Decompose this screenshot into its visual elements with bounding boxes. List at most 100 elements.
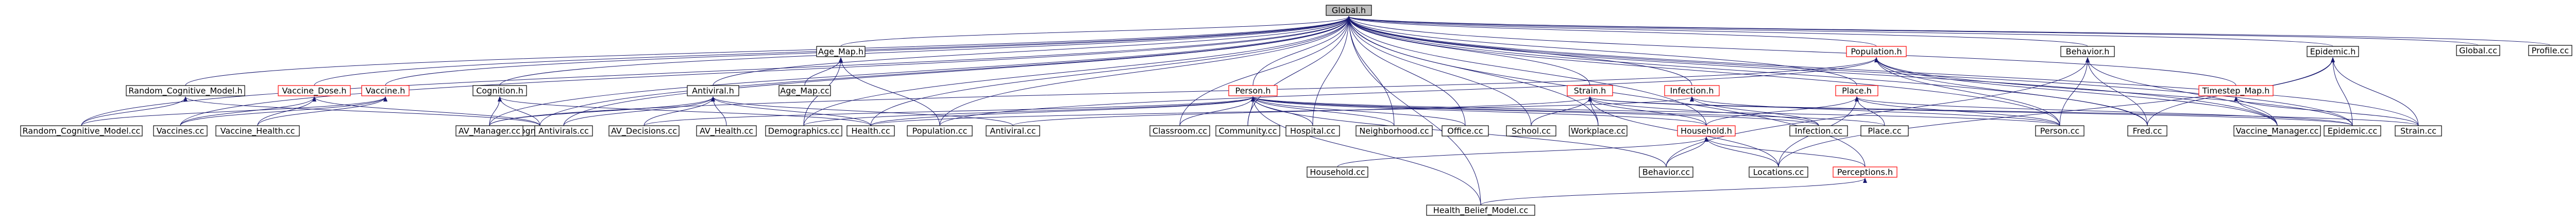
node-box[interactable] bbox=[765, 125, 842, 137]
node-box[interactable] bbox=[1639, 166, 1693, 178]
node-school-cc[interactable]: School.cc bbox=[1506, 125, 1556, 137]
node-vaccines-cc[interactable]: Vaccines.cc bbox=[153, 125, 208, 137]
node-health-belief-model-cc[interactable]: Health_Belief_Model.cc bbox=[1426, 205, 1535, 216]
node-place-cc[interactable]: Place.cc bbox=[1860, 125, 1909, 137]
node-box[interactable] bbox=[2233, 125, 2321, 137]
node-box[interactable] bbox=[2060, 46, 2115, 57]
node-box[interactable] bbox=[778, 85, 831, 96]
edge-antivirals_cc-to-antiviral_h bbox=[563, 96, 715, 126]
node-box[interactable] bbox=[1846, 46, 1907, 57]
node-box[interactable] bbox=[2198, 85, 2274, 96]
node-profile-cc[interactable]: Profile.cc bbox=[2528, 45, 2572, 56]
node-box[interactable] bbox=[1835, 85, 1878, 96]
node-box[interactable] bbox=[1215, 125, 1280, 137]
node-strain-cc[interactable]: Strain.cc bbox=[2395, 125, 2442, 137]
node-box[interactable] bbox=[2324, 125, 2381, 137]
node-age-map-cc[interactable]: Age_Map.cc bbox=[778, 85, 831, 96]
node-box[interactable] bbox=[1285, 125, 1340, 137]
node-global-h[interactable]: Global.h bbox=[1326, 5, 1372, 16]
node-box[interactable] bbox=[472, 85, 527, 96]
node-behavior-h[interactable]: Behavior.h bbox=[2060, 46, 2115, 57]
node-av-decisions-cc[interactable]: AV_Decisions.cc bbox=[608, 125, 680, 137]
node-antiviral-cc[interactable]: Antiviral.cc bbox=[986, 125, 1040, 137]
node-box[interactable] bbox=[534, 125, 593, 137]
node-strain-h[interactable]: Strain.h bbox=[1567, 85, 1613, 96]
node-box[interactable] bbox=[2035, 125, 2084, 137]
node-box[interactable] bbox=[1569, 125, 1628, 137]
node-age-map-h[interactable]: Age_Map.h bbox=[816, 46, 866, 57]
node-box[interactable] bbox=[1664, 85, 1720, 96]
node-demographics-cc[interactable]: Demographics.cc bbox=[765, 125, 842, 137]
node-box[interactable] bbox=[1228, 85, 1278, 96]
node-box[interactable] bbox=[20, 125, 143, 137]
node-box[interactable] bbox=[2127, 125, 2167, 137]
node-household-cc[interactable]: Household.cc bbox=[1307, 166, 1368, 178]
node-box[interactable] bbox=[696, 125, 757, 137]
node-box[interactable] bbox=[1355, 125, 1433, 137]
node-health-cc[interactable]: Health.cc bbox=[846, 125, 895, 137]
node-box[interactable] bbox=[1860, 125, 1909, 137]
node-box[interactable] bbox=[215, 125, 300, 137]
node-random-cog-cc[interactable]: Random_Cognitive_Model.cc bbox=[20, 125, 143, 137]
node-perceptions-h[interactable]: Perceptions.h bbox=[1833, 166, 1897, 178]
node-vaccine-health-cc[interactable]: Vaccine_Health.cc bbox=[215, 125, 300, 137]
node-box[interactable] bbox=[1749, 166, 1808, 178]
node-person-h[interactable]: Person.h bbox=[1228, 85, 1278, 96]
node-box[interactable] bbox=[1833, 166, 1897, 178]
node-timestep-map-h[interactable]: Timestep_Map.h bbox=[2198, 85, 2274, 96]
node-fred-cc[interactable]: Fred.cc bbox=[2127, 125, 2167, 137]
node-av-health-cc[interactable]: AV_Health.cc bbox=[696, 125, 757, 137]
edge-vaccine_manager_cc-to-behavior_h bbox=[2086, 57, 2278, 126]
node-epidemic-h[interactable]: Epidemic.h bbox=[2307, 46, 2359, 57]
node-box[interactable] bbox=[153, 125, 208, 137]
node-box[interactable] bbox=[1307, 166, 1368, 178]
node-box[interactable] bbox=[455, 125, 523, 137]
node-box[interactable] bbox=[816, 46, 866, 57]
node-antiviral-h[interactable]: Antiviral.h bbox=[687, 85, 739, 96]
node-box[interactable] bbox=[1506, 125, 1556, 137]
node-box[interactable] bbox=[1677, 125, 1736, 137]
node-box[interactable] bbox=[2528, 45, 2572, 56]
node-box[interactable] bbox=[2307, 46, 2359, 57]
node-box[interactable] bbox=[361, 85, 410, 96]
node-cognition-h[interactable]: Cognition.h bbox=[472, 85, 527, 96]
node-box[interactable] bbox=[1149, 125, 1210, 137]
node-box[interactable] bbox=[687, 85, 739, 96]
node-locations-cc[interactable]: Locations.cc bbox=[1749, 166, 1808, 178]
node-box[interactable] bbox=[1426, 205, 1535, 216]
node-vaccine-manager-cc[interactable]: Vaccine_Manager.cc bbox=[2233, 125, 2321, 137]
node-random-cog-h[interactable]: Random_Cognitive_Model.h bbox=[126, 85, 245, 96]
node-household-h[interactable]: Household.h bbox=[1677, 125, 1736, 137]
node-population-h[interactable]: Population.h bbox=[1846, 46, 1907, 57]
node-box[interactable] bbox=[986, 125, 1040, 137]
node-infection-cc[interactable]: Infection.cc bbox=[1789, 125, 1848, 137]
node-workplace-cc[interactable]: Workplace.cc bbox=[1569, 125, 1628, 137]
node-box[interactable] bbox=[1567, 85, 1613, 96]
node-box[interactable] bbox=[846, 125, 895, 137]
node-global-cc[interactable]: Global.cc bbox=[2456, 45, 2500, 56]
node-box[interactable] bbox=[1326, 5, 1372, 16]
node-box[interactable] bbox=[126, 85, 245, 96]
node-population-cc[interactable]: Population.cc bbox=[907, 125, 973, 137]
node-antivirals-cc[interactable]: Antivirals.cc bbox=[534, 125, 593, 137]
node-epidemic-cc[interactable]: Epidemic.cc bbox=[2324, 125, 2381, 137]
node-behavior-cc[interactable]: Behavior.cc bbox=[1639, 166, 1693, 178]
node-office-cc[interactable]: Office.cc bbox=[1442, 125, 1489, 137]
node-vaccine-h[interactable]: Vaccine.h bbox=[361, 85, 410, 96]
node-classroom-cc[interactable]: Classroom.cc bbox=[1149, 125, 1210, 137]
node-box[interactable] bbox=[2456, 45, 2500, 56]
node-box[interactable] bbox=[1442, 125, 1489, 137]
node-place-h[interactable]: Place.h bbox=[1835, 85, 1878, 96]
node-hospital-cc[interactable]: Hospital.cc bbox=[1285, 125, 1340, 137]
node-box[interactable] bbox=[608, 125, 680, 137]
node-box[interactable] bbox=[278, 85, 351, 96]
node-av-manager-cc[interactable]: AV_Manager.cc bbox=[455, 125, 523, 137]
node-box[interactable] bbox=[1789, 125, 1848, 137]
node-community-cc[interactable]: Community.cc bbox=[1215, 125, 1280, 137]
node-infection-h[interactable]: Infection.h bbox=[1664, 85, 1720, 96]
node-box[interactable] bbox=[2395, 125, 2442, 137]
node-box[interactable] bbox=[907, 125, 973, 137]
node-neighborhood-cc[interactable]: Neighborhood.cc bbox=[1355, 125, 1433, 137]
node-person-cc[interactable]: Person.cc bbox=[2035, 125, 2084, 137]
node-vaccine-dose-h[interactable]: Vaccine_Dose.h bbox=[278, 85, 351, 96]
